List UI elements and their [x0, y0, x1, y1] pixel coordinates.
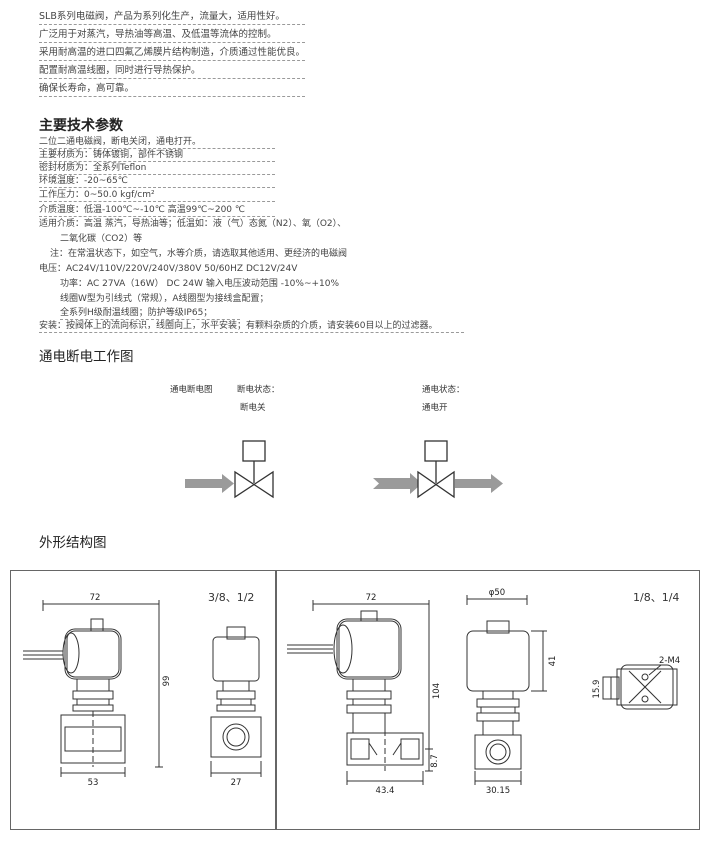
- specs-title: 主要技术参数: [39, 118, 123, 134]
- spec-line: 二位二通电磁阀，断电关闭，通电打开。: [39, 136, 275, 149]
- panel-right: 1/8、1/4: [276, 570, 700, 830]
- flow-arrow-icon: [455, 474, 503, 493]
- work-diagram-svg: [185, 440, 503, 499]
- spec-line: 环境温度：-20~65℃: [39, 175, 275, 188]
- size-label: 1/8、1/4: [633, 591, 680, 604]
- dim-side-width: 27: [231, 778, 242, 788]
- spec-line: 二氧化碳（CO2）等: [60, 234, 143, 244]
- dim-width-top: 72: [90, 593, 101, 603]
- flow-arrow-icon: [185, 474, 234, 493]
- panel-left: 3/8、1/2: [10, 570, 276, 830]
- spec-line: 全系列H级耐温线圈；防护等级IP65；: [60, 307, 240, 320]
- on-state-label: 通电状态：: [422, 385, 465, 395]
- spec-line: 电压：AC24V/110V/220V/240V/380V 50/60HZ DC1…: [39, 264, 298, 274]
- dim-height: 99: [162, 676, 172, 687]
- valve-drawing-right: 72 104 8.7 43.4 φ50 41 30.15 2-M4 15.9: [287, 588, 680, 796]
- spec-line: 适用介质：高温 蒸汽，导热油等；低温如：液（气）态氮（N2）、氧（O2）、: [39, 219, 347, 229]
- dim-side-width: 30.15: [486, 786, 510, 796]
- size-label: 3/8、1/2: [208, 591, 255, 604]
- dim-width-bottom: 43.4: [376, 786, 395, 796]
- dim-bolt-space: 15.9: [592, 680, 602, 699]
- dim-width-top: 72: [366, 593, 377, 603]
- diagram-main-label: 通电断电图: [170, 385, 213, 395]
- off-state-label: 断电状态：: [237, 385, 280, 395]
- intro-line: 采用耐高温的进口四氟乙烯膜片结构制造，介质通过性能优良。: [39, 47, 305, 61]
- intro-line: 配置耐高温线圈，同时进行导热保护。: [39, 65, 305, 79]
- spec-line: 介质温度：低温-100℃~-10℃ 高温99℃~200 ℃: [39, 204, 275, 217]
- flow-arrow-icon: [373, 473, 422, 494]
- dim-coil-height: 41: [548, 656, 558, 667]
- spec-line: 注：在常温状态下，如空气，水等介质，请选取其他适用、更经济的电磁阀: [50, 249, 348, 259]
- dim-height: 104: [432, 683, 442, 699]
- on-state-value: 通电开: [422, 403, 448, 413]
- dim-diameter: φ50: [489, 588, 505, 598]
- spec-line: 密封材质为：全系列Teflon: [39, 162, 275, 175]
- spec-line: 主要材质为：铸体镀铜，部件不锈钢: [39, 149, 275, 162]
- shape-diagram-title: 外形结构图: [39, 535, 107, 551]
- intro-line: 广泛用于对蒸汽，导热油等高温、及低温等流体的控制。: [39, 29, 305, 43]
- dim-width-bottom: 53: [88, 778, 99, 788]
- valve-drawing-left: 72 99 53 27: [23, 593, 262, 788]
- intro-line: SLB系列电磁阀，产品为系列化生产，流量大，适用性好。: [39, 11, 305, 25]
- off-state-value: 断电关: [240, 403, 266, 413]
- work-diagram-title: 通电断电工作图: [39, 349, 134, 365]
- dim-base-height: 8.7: [430, 754, 440, 768]
- intro-line: 确保长寿命，高可靠。: [39, 83, 305, 97]
- spec-line: 功率：AC 27VA（16W） DC 24W 输入电压波动范围 -10%~+10…: [60, 279, 340, 289]
- spec-line: 工作压力：0~50.0 kgf/cm²: [39, 189, 275, 202]
- dim-bolt: 2-M4: [659, 656, 680, 666]
- spec-line: 线圈W型为引线式（常规），A线圈型为接线盒配置；: [60, 294, 269, 304]
- spec-line: 安装：按阀体上的流向标识，线圈向上，水平安装；有颗料杂质的介质，请安装60目以上…: [39, 320, 464, 333]
- valve-open-icon: [417, 440, 455, 499]
- valve-closed-icon: [234, 440, 274, 499]
